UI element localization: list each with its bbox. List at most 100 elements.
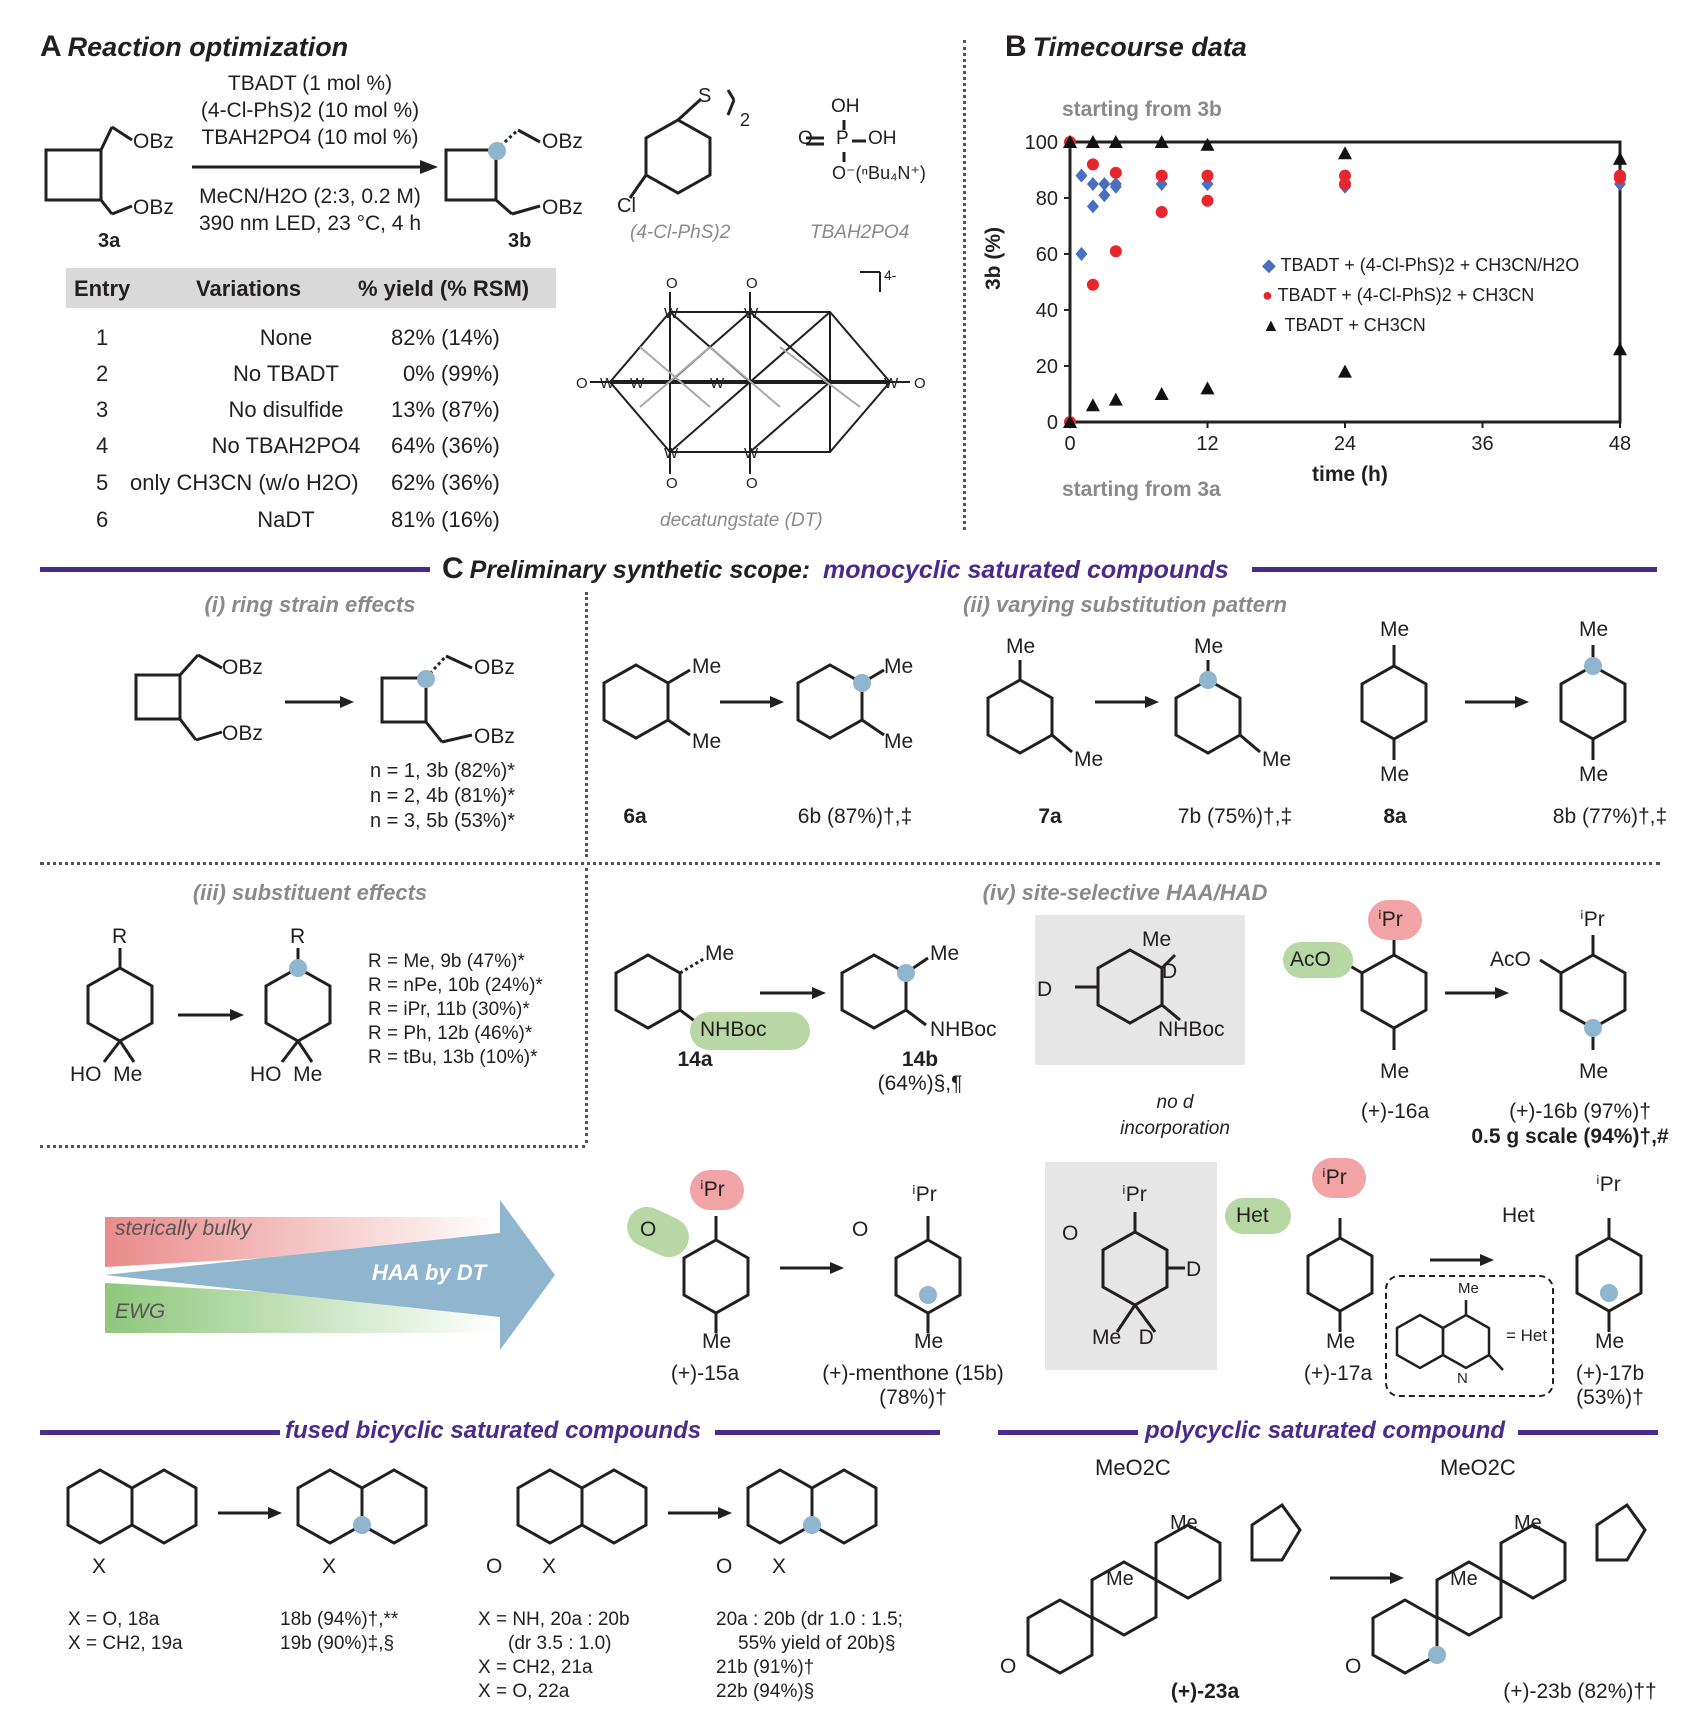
fused-right-prod-2: 55% yield of 20b)§ [738, 1633, 896, 1654]
y-tick-label: 40 [1036, 300, 1058, 322]
data-point-series-3 [1063, 135, 1077, 148]
data-point-series-2 [1155, 169, 1168, 182]
y-tick-label: 100 [1025, 132, 1058, 154]
reagent-label-phosphate: TBAH2PO4 [810, 222, 910, 243]
legend-item-1: ◆ TBADT + (4-Cl-PhS)2 + CH3CN/H2O [1262, 255, 1580, 275]
cell-yield: 13% (87%) [391, 397, 500, 422]
svg-text:O: O [746, 475, 758, 492]
data-point-series-1 [1098, 177, 1111, 191]
panel-b-letter: B [1005, 30, 1027, 63]
no-d-line2: incorporation [1120, 1118, 1230, 1139]
section-iv-title: (iv) site-selective HAA/HAD [982, 880, 1268, 905]
obz-3a-bottom: OBz [133, 196, 174, 219]
compound-23a: (+)-23a [1170, 1680, 1240, 1703]
ipr-label: ⁱPr [1122, 1183, 1147, 1206]
fused-left-prod-1: 18b (94%)†,** [280, 1609, 399, 1630]
nhboc-label: NHBoc [930, 1018, 997, 1041]
cell-yield: 64% (36%) [391, 433, 500, 458]
data-point-series-3 [1085, 398, 1100, 412]
panel-b-title: Timecourse data [1032, 32, 1247, 62]
y-tick-label: 0 [1047, 412, 1058, 434]
cell-entry: 4 [96, 433, 109, 458]
me-label: Me [1579, 618, 1609, 641]
panel-c-bar-left [40, 567, 430, 572]
panel-c-subtitle: monocyclic saturated compounds [823, 556, 1229, 584]
oh-right: OH [868, 128, 897, 149]
het-label: Het [1236, 1204, 1269, 1227]
ester-label: MeO2C [1095, 1455, 1171, 1480]
poly-bar-right [1518, 1430, 1658, 1435]
condition-1: TBADT (1 mol %) [227, 72, 393, 95]
cell-entry: 5 [96, 470, 109, 495]
fused-right-sm-2: (dr 3.5 : 1.0) [508, 1633, 612, 1654]
legend-label-3: TBADT + CH3CN [1284, 315, 1426, 335]
compound-14b: 14b [901, 1048, 939, 1071]
data-point-series-3 [1154, 135, 1169, 148]
condition-4: MeCN/H2O (2:3, 0.2 M) [199, 185, 421, 208]
fused-right-sm: X = NH, 20a : 20b (dr 3.5 : 1.0) X = CH2… [478, 1608, 630, 1704]
svg-text:W: W [744, 305, 759, 322]
svg-text:4-: 4- [884, 267, 897, 283]
ipr-highlight [1312, 1158, 1366, 1198]
panel-a-title: Reaction optimization [67, 32, 349, 62]
substituent-result: R = Ph, 12b (46%)* [368, 1023, 533, 1044]
data-point-series-2 [1201, 169, 1214, 182]
x-tick-label: 48 [1609, 433, 1631, 455]
fused-title: fused bicyclic saturated compounds [285, 1417, 702, 1444]
panel-c-letter: C [442, 552, 464, 585]
fused-left-sm-1: X = O, 18a [68, 1609, 160, 1630]
fused-left-sm: X = O, 18a X = CH2, 19a [68, 1608, 183, 1656]
data-point-series-3 [1108, 392, 1123, 406]
panel-c-bar-right [1252, 567, 1657, 572]
fused-right-prod: 20a : 20b (dr 1.0 : 1.5; 55% yield of 20… [716, 1608, 903, 1704]
o-label: O [486, 1555, 503, 1578]
me-label: Me [1326, 1330, 1356, 1353]
label-haa-by-dt: HAA by DT [372, 1260, 487, 1285]
svg-text:W: W [710, 375, 725, 392]
s-atom: S [698, 85, 712, 107]
quinoline-structure: Me N [1395, 1280, 1504, 1387]
condition-2: (4-Cl-PhS)2 (10 mol %) [200, 99, 420, 122]
compound-17a: (+)-17a [1303, 1362, 1373, 1385]
d-label: D [1162, 960, 1178, 983]
th-variations: Variations [196, 276, 302, 301]
no-d-note: no d incorporation [1100, 1090, 1250, 1142]
d-label: D [1186, 1258, 1202, 1281]
nhboc-highlight [690, 1012, 810, 1050]
reaction-conditions-lower: MeCN/H2O (2:3, 0.2 M) 390 nm LED, 23 °C,… [160, 183, 460, 237]
me-label: Me [1142, 928, 1172, 951]
divider-i-ii [585, 592, 588, 857]
table-row: 4 No TBAH2PO4 64% (36%) [66, 433, 556, 469]
data-point-series-2 [1086, 158, 1099, 171]
me-label: Me [884, 655, 914, 678]
label-ewg: EWG [115, 1300, 166, 1323]
r-label: R [112, 925, 128, 948]
data-point-series-2 [1155, 206, 1168, 218]
svg-text:N: N [1457, 1370, 1468, 1387]
cell-variation: No disulfide [228, 397, 344, 422]
ring-strain-result-2: n = 2, 4b (81%)* [370, 785, 516, 807]
cell-yield: 81% (16%) [391, 507, 500, 532]
svg-text:W: W [744, 445, 759, 462]
legend-label-2: TBADT + (4-Cl-PhS)2 + CH3CN [1277, 285, 1535, 305]
svg-text:W: W [664, 305, 679, 322]
data-point-series-1 [1075, 247, 1088, 261]
substitution-prod-7b: 7b (75%)†,‡ [1177, 805, 1293, 828]
data-point-series-3 [1613, 151, 1627, 165]
steroid-me: Me [1106, 1568, 1134, 1590]
data-point-series-2 [1109, 245, 1122, 258]
ipr-label: ⁱPr [912, 1183, 937, 1206]
compound-16b-scale: 0.5 g scale (94%)†,# [1471, 1125, 1669, 1148]
data-point-series-2 [1339, 169, 1351, 182]
ho-me-label: HO Me [70, 1063, 143, 1086]
substituent-result: R = nPe, 10b (24%)* [368, 975, 543, 996]
fused-left-prod: 18b (94%)†,** 19b (90%)‡,§ [280, 1608, 398, 1656]
substitution-sm-7a: 7a [1038, 805, 1062, 828]
substituent-result: R = Me, 9b (47%)* [368, 951, 525, 972]
p-atom: P [836, 128, 849, 149]
